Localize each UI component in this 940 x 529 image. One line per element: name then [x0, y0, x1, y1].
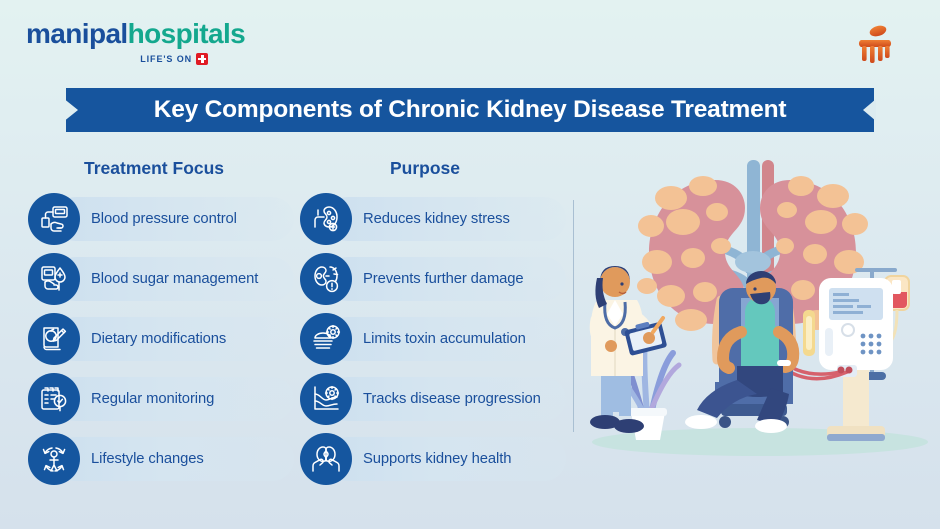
list-item-label: Prevents further damage — [363, 271, 524, 287]
row-background — [326, 437, 566, 481]
logo-hospitals-text: hospitals — [127, 18, 246, 49]
person-arrows-cycle-icon — [28, 433, 80, 485]
list-item[interactable]: Blood sugar management — [28, 253, 294, 305]
patient-in-recliner — [685, 271, 800, 433]
list-item[interactable]: Regular monitoring — [28, 373, 294, 425]
list-item-label: Limits toxin accumulation — [363, 331, 526, 347]
list-item-label: Blood sugar management — [91, 271, 259, 287]
list-item[interactable]: Limits toxin accumulation — [300, 313, 566, 365]
diet-plan-apple-icon — [28, 313, 80, 365]
list-item[interactable]: Blood pressure control — [28, 193, 294, 245]
row-background — [54, 197, 294, 241]
banner-right-notch — [863, 99, 876, 121]
list-item-label: Blood pressure control — [91, 211, 237, 227]
page-title: Key Components of Chronic Kidney Disease… — [153, 96, 787, 123]
kidneys-in-hands-icon — [300, 433, 352, 485]
row-background — [326, 317, 566, 361]
row-background — [54, 437, 294, 481]
row-background — [326, 257, 566, 301]
polycystic-kidneys-background — [637, 160, 871, 365]
row-background — [54, 257, 294, 301]
list-item[interactable]: Dietary modifications — [28, 313, 294, 365]
kidneys-warning-icon — [300, 253, 352, 305]
list-item-label: Reduces kidney stress — [363, 211, 510, 227]
treatment-focus-list: Blood pressure control Blood sugar manag… — [28, 193, 294, 493]
list-item-label: Dietary modifications — [91, 331, 227, 347]
food-plate-toxin-icon — [300, 313, 352, 365]
checklist-magnifier-icon — [28, 373, 80, 425]
brand-logo: manipalhospitals LIFE'S ON — [26, 20, 276, 65]
column-header-treatment-focus: Treatment Focus — [84, 158, 225, 178]
list-item-label: Tracks disease progression — [363, 391, 541, 407]
list-item[interactable]: Supports kidney health — [300, 433, 566, 485]
dialysis-treatment-illustration — [575, 150, 940, 490]
row-background — [54, 377, 294, 421]
blood-pressure-monitor-icon — [28, 193, 80, 245]
vertical-divider — [573, 200, 574, 432]
row-background — [326, 377, 566, 421]
list-item[interactable]: Tracks disease progression — [300, 373, 566, 425]
list-item[interactable]: Lifestyle changes — [28, 433, 294, 485]
list-item-label: Supports kidney health — [363, 451, 512, 467]
glucose-meter-droplet-icon — [28, 253, 80, 305]
list-item-label: Regular monitoring — [91, 391, 215, 407]
medical-cross-icon — [196, 53, 208, 65]
logo-tagline-row: LIFE'S ON — [26, 53, 208, 65]
list-item[interactable]: Reduces kidney stress — [300, 193, 566, 245]
doctor-with-clipboard — [589, 266, 667, 433]
logo-wordmark: manipalhospitals — [26, 20, 276, 48]
orange-emblem-icon — [854, 22, 896, 64]
column-header-purpose: Purpose — [390, 158, 461, 178]
list-item[interactable]: Prevents further damage — [300, 253, 566, 305]
row-background — [326, 197, 566, 241]
purpose-list: Reduces kidney stress Prevents further d… — [300, 193, 566, 493]
chart-trend-icon — [300, 373, 352, 425]
list-item-label: Lifestyle changes — [91, 451, 204, 467]
logo-tagline-text: LIFE'S ON — [140, 54, 192, 64]
kidney-icon — [300, 193, 352, 245]
logo-manipal-text: manipal — [26, 18, 128, 49]
dialysis-machine — [777, 278, 893, 441]
page-title-banner: Key Components of Chronic Kidney Disease… — [66, 88, 874, 132]
row-background — [54, 317, 294, 361]
